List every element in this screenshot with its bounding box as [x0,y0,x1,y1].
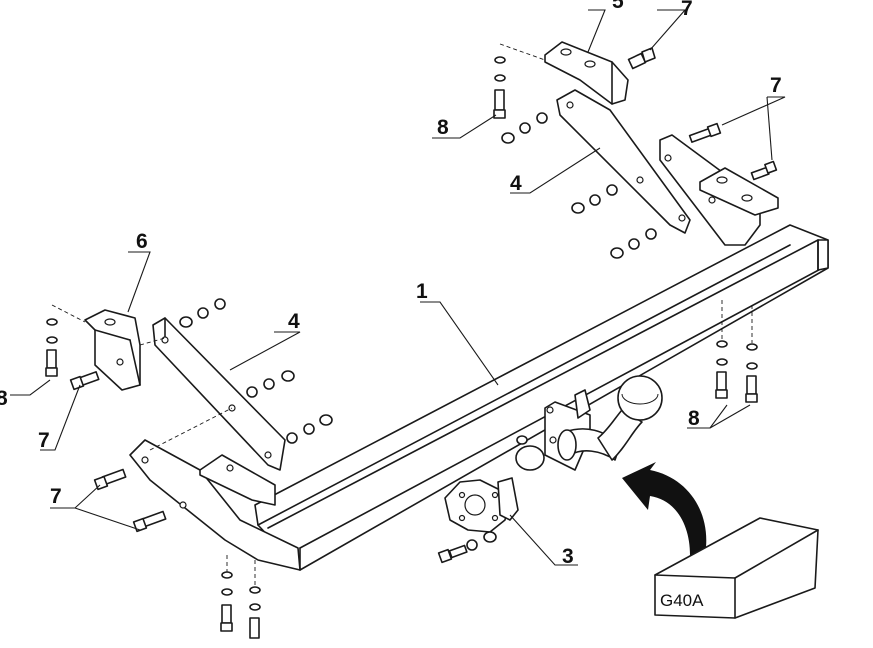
nut-washer-row-3 [610,228,657,259]
callout-stud-left: 8 [0,387,8,410]
bracket-right-rear [659,134,779,246]
stud-top-group [493,56,506,119]
bracket-top-5 [544,41,629,105]
callout-bolt-top: 7 [681,0,693,20]
nut-washer-row-left-3 [286,414,333,444]
tow-ball-box: G40A [654,517,819,619]
stud-bottom-group [220,571,261,639]
callout-bolt-left-mid: 7 [38,429,50,452]
arm-right [556,89,691,234]
callout-arm-right: 4 [510,172,522,195]
bolt-icon [750,160,778,181]
callout-towbar: 1 [416,280,428,303]
nut-washer-row-1 [501,112,548,144]
tow-ball-assembly [515,375,663,471]
curved-arrow-icon [622,462,707,555]
bolt-icon [437,531,497,564]
callout-bolt-left-low: 7 [50,485,62,508]
callout-socket-plate: 3 [562,545,574,568]
nut-washer-row-left-1 [179,298,226,328]
callout-stud-right: 8 [688,407,700,430]
assembly-lines [51,43,753,587]
bolt-icon [627,47,656,70]
callout-stud-top: 8 [437,116,449,139]
bracket-left-6 [84,309,141,391]
bolt-icon [688,122,722,143]
callout-bolt-right: 7 [770,74,782,97]
bracket-left-lower [129,439,301,571]
leader-lines [10,9,786,566]
socket-plate [444,477,519,533]
nut-washer-row-left-2 [246,370,295,398]
callout-bracket-left: 6 [136,230,148,253]
bolt-icon [132,510,167,533]
callout-arm-left: 4 [288,310,300,333]
stud-right-group [715,340,758,403]
stud-left-group [45,318,58,377]
crossbar [254,224,829,571]
callout-bracket-top: 5 [612,0,624,13]
arm-left [152,317,286,471]
nut-washer-row-2 [571,184,618,214]
bolt-icon [69,371,100,391]
bolt-icon [93,468,127,491]
box-label: G40A [660,591,704,610]
